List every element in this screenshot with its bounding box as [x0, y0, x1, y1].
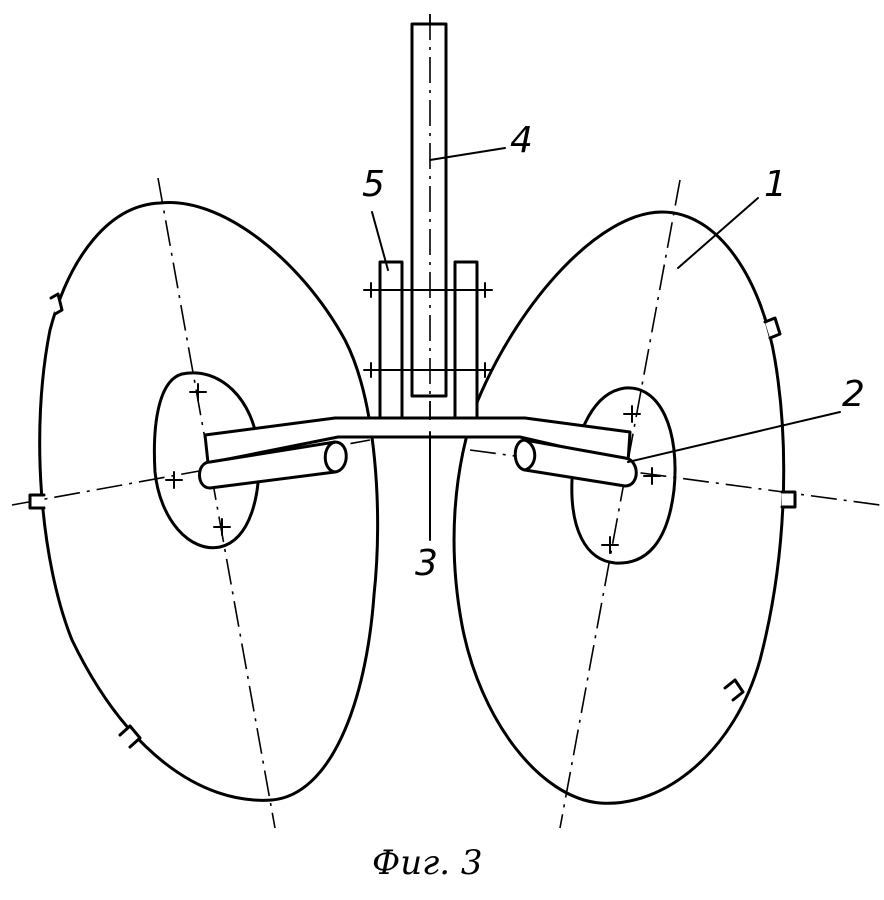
label-axle: 2: [842, 374, 865, 415]
right-disc-lug-middle: [780, 490, 797, 509]
leader-axle: [627, 411, 841, 463]
center-line-left-disc-long: [157, 177, 276, 829]
label-disc: 1: [764, 164, 787, 205]
left-disc-lug-middle: [28, 493, 46, 510]
left-disc: [28, 200, 380, 802]
right-axle-tube-end: [523, 438, 537, 472]
right-disc-lug-top: [763, 316, 782, 340]
label-beam: 3: [415, 543, 438, 584]
left-disc-lug-top: [49, 292, 64, 316]
bracket-bolts: [363, 282, 493, 378]
label-stand: 4: [510, 120, 533, 161]
right-axle-tube: [513, 438, 638, 488]
center-line-right-disc-long: [559, 179, 681, 829]
leader-lines: [371, 147, 841, 541]
leader-bracket: [371, 211, 389, 271]
beam: [198, 416, 638, 490]
right-disc: [452, 210, 797, 805]
left-disc-lug-bottom: [118, 724, 142, 749]
leader-disc: [677, 197, 759, 269]
left-disc-hub: [152, 371, 261, 550]
label-bracket: 5: [362, 164, 385, 205]
figure-caption: Фиг. 3: [372, 843, 483, 883]
left-axle-tube-end: [323, 440, 337, 474]
bracket-plate-right: [453, 260, 479, 420]
stand: [410, 14, 448, 420]
stand-post: [410, 22, 448, 398]
right-disc-lug-bottom: [723, 678, 745, 702]
bracket-plate-left: [378, 260, 404, 420]
bracket: [378, 260, 479, 420]
right-hub-bolts: [601, 405, 661, 554]
leader-stand: [429, 147, 506, 161]
right-disc-outline: [452, 210, 786, 805]
left-disc-outline: [38, 200, 380, 802]
left-hub-bolts: [165, 383, 231, 536]
